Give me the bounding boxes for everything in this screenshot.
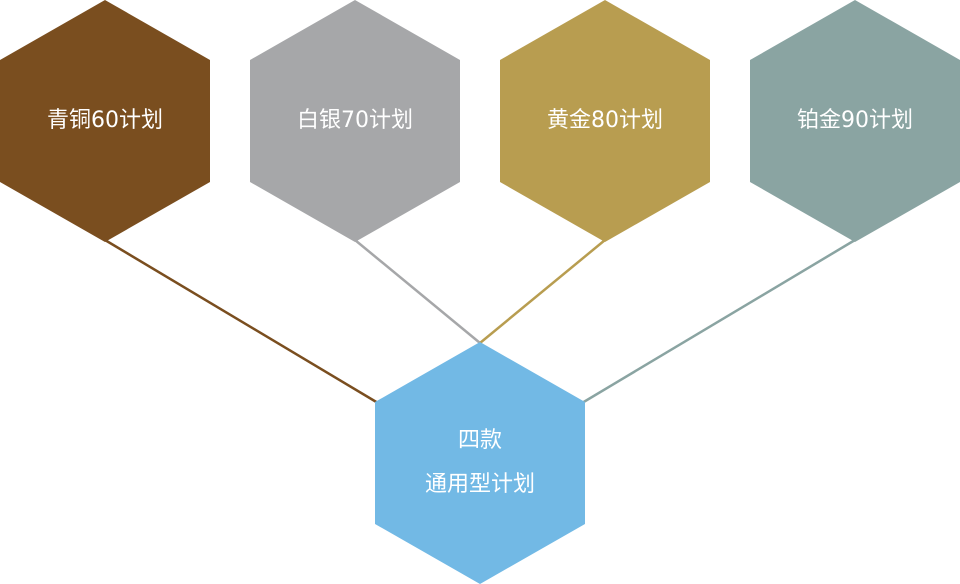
plan-label-silver: 白银70计划 xyxy=(297,108,413,133)
plan-hexagon-silver: 白银70计划 xyxy=(250,0,460,242)
hexagon-shape xyxy=(375,342,585,584)
connector-line-gold xyxy=(479,239,606,344)
plan-label-gold: 黄金80计划 xyxy=(547,108,663,133)
plan-label-platinum: 铂金90计划 xyxy=(797,108,913,133)
plan-label-bronze: 青铜60计划 xyxy=(47,108,163,133)
center-label-line2: 通用型计划 xyxy=(425,472,535,497)
hexagon-shape xyxy=(0,0,210,242)
plan-hexagon-bronze: 青铜60计划 xyxy=(0,0,210,242)
center-label-line1: 四款 xyxy=(458,428,502,453)
center-hexagon: 四款 通用型计划 xyxy=(375,342,585,584)
connector-line-bronze xyxy=(104,238,379,405)
hexagon-shape xyxy=(250,0,460,242)
hexagon-shape xyxy=(750,0,960,242)
plan-hexagon-gold: 黄金80计划 xyxy=(500,0,710,242)
connector-line-silver xyxy=(354,239,481,344)
hexagon-shape xyxy=(500,0,710,242)
connector-line-platinum xyxy=(581,238,856,405)
plan-hexagon-platinum: 铂金90计划 xyxy=(750,0,960,242)
